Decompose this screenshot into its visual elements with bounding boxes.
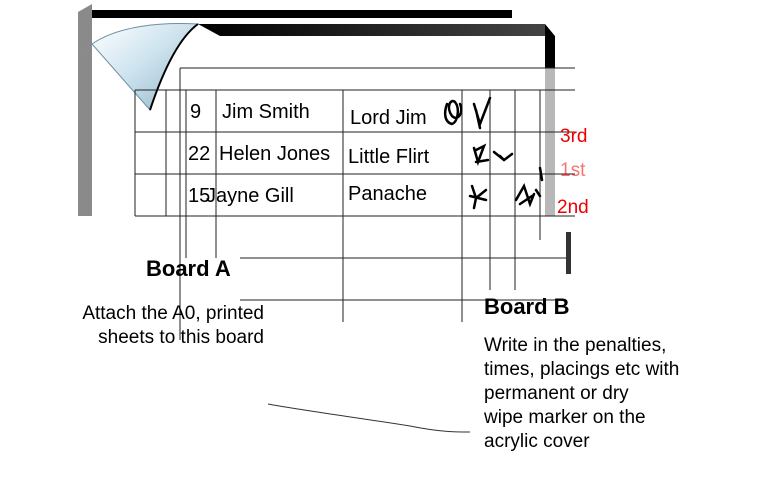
board-a-title: Board A xyxy=(146,256,231,282)
board-b-description-line: wipe marker on the xyxy=(484,406,774,430)
board-b-description-line: times, placings etc with xyxy=(484,358,774,382)
board-b-description-line: Write in the penalties, xyxy=(484,334,774,358)
entry-horse: Panache xyxy=(348,183,427,205)
entry-rider: Jayne Gill xyxy=(206,185,294,207)
entry-number: 22 xyxy=(188,143,210,165)
board-b-title: Board B xyxy=(484,294,570,320)
entry-rider: Helen Jones xyxy=(219,143,330,165)
board-b-description-line: acrylic cover xyxy=(484,430,774,454)
placings: 3rd 1st 2nd xyxy=(557,126,589,218)
board-b-description-line: permanent or dry xyxy=(484,382,774,406)
placing-label: 3rd xyxy=(560,126,587,147)
board-a-description-line: Attach the A0, printed xyxy=(0,302,264,326)
entry-horse: Little Flirt xyxy=(348,146,430,168)
entry-number: 9 xyxy=(190,101,201,123)
placing-label: 1st xyxy=(560,160,586,181)
placing-label: 2nd xyxy=(557,197,589,218)
entry-horse: Lord Jim xyxy=(350,107,427,129)
entry-rider: Jim Smith xyxy=(222,101,310,123)
board-a-description: Attach the A0, printed sheets to this bo… xyxy=(0,302,264,350)
board-b-description: Write in the penalties, times, placings … xyxy=(484,334,774,454)
entry-row-2: 22 Helen Jones Little Flirt xyxy=(188,143,430,168)
board-a-description-line: sheets to this board xyxy=(0,326,264,350)
